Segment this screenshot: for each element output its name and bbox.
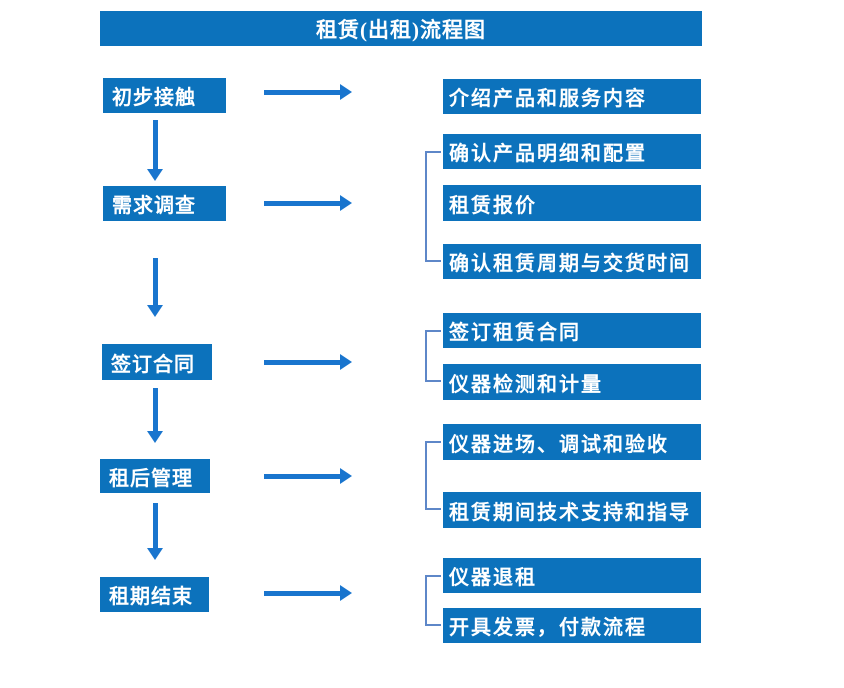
detail-box-instrument-setup: 仪器进场、调试和验收 bbox=[443, 424, 701, 460]
detail-box-instrument-return: 仪器退租 bbox=[443, 558, 701, 593]
step-box-rental-end: 租期结束 bbox=[100, 577, 209, 612]
step-box-post-rental-management: 租后管理 bbox=[100, 459, 210, 493]
flowchart-title: 租赁(出租)流程图 bbox=[100, 11, 702, 46]
bracket-connector bbox=[425, 441, 441, 510]
detail-box-instrument-testing: 仪器检测和计量 bbox=[443, 364, 701, 400]
step-box-initial-contact: 初步接触 bbox=[103, 78, 226, 113]
bracket-connector bbox=[425, 575, 441, 626]
detail-box-rental-quote: 租赁报价 bbox=[443, 185, 701, 221]
detail-box-tech-support: 租赁期间技术支持和指导 bbox=[443, 492, 701, 528]
bracket-connector bbox=[425, 151, 441, 262]
step-box-demand-survey: 需求调查 bbox=[103, 186, 226, 221]
detail-box-sign-rental-contract: 签订租赁合同 bbox=[443, 313, 701, 348]
detail-box-confirm-product-config: 确认产品明细和配置 bbox=[443, 134, 701, 169]
detail-box-invoice-payment: 开具发票，付款流程 bbox=[443, 608, 701, 643]
step-box-sign-contract: 签订合同 bbox=[102, 344, 212, 380]
detail-box-confirm-period-delivery: 确认租赁周期与交货时间 bbox=[443, 244, 701, 279]
detail-box-introduce-products: 介绍产品和服务内容 bbox=[443, 79, 701, 114]
bracket-connector bbox=[425, 330, 441, 382]
